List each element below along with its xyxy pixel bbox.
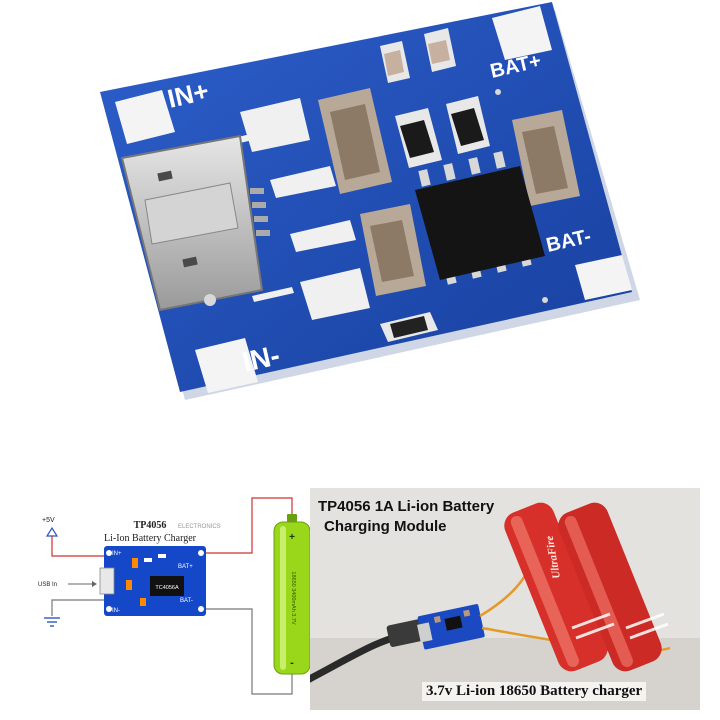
photo-subtitle: Charging Module bbox=[324, 518, 447, 535]
photo-caption: 3.7v Li-ion 18650 Battery charger bbox=[422, 682, 647, 701]
tp4056-chip bbox=[415, 151, 545, 285]
photo-title: TP4056 1A Li-ion Battery bbox=[318, 498, 495, 515]
diagram-subtitle: Li-Ion Battery Charger bbox=[104, 533, 197, 544]
diag-bat-minus: BAT- bbox=[180, 598, 193, 604]
battery-cell-icon bbox=[273, 514, 311, 675]
charging-photo: UltraFire TP4056 1A Li-ion Battery Charg… bbox=[310, 488, 700, 710]
usb-plug bbox=[386, 619, 426, 647]
supply-arrow-icon bbox=[45, 526, 59, 537]
capacitors bbox=[318, 88, 580, 296]
leds bbox=[380, 28, 456, 83]
watermark: ELECTRONICS bbox=[178, 524, 221, 530]
ground-icon bbox=[44, 617, 60, 627]
micro-usb-port bbox=[120, 134, 270, 312]
battery-red-1 bbox=[504, 502, 608, 672]
battery-minus: - bbox=[290, 657, 294, 669]
usb-connector-icon bbox=[99, 567, 115, 595]
chip-label: TC4056A bbox=[155, 585, 179, 591]
resistors bbox=[380, 96, 490, 342]
diag-bat-plus: BAT+ bbox=[178, 564, 193, 570]
label-5v: +5V bbox=[42, 517, 55, 524]
diag-in-minus: IN- bbox=[112, 608, 120, 614]
module-small bbox=[417, 604, 485, 650]
wiring-diagram: TP4056 Li-Ion Battery Charger ELECTRONIC… bbox=[0, 488, 311, 708]
corner-pads bbox=[115, 6, 632, 393]
battery-text: 18650 3400mAh 3.7V bbox=[290, 571, 296, 625]
label-usb-in: USB In bbox=[38, 582, 57, 588]
diagram-title: TP4056 bbox=[134, 520, 167, 531]
module-photo: IN+ BAT+ BAT- IN- bbox=[100, 2, 640, 400]
chip-icon bbox=[150, 576, 184, 596]
battery-plus: + bbox=[289, 532, 295, 543]
battery-red-2 bbox=[558, 502, 662, 672]
diag-in-plus: IN+ bbox=[112, 551, 122, 557]
